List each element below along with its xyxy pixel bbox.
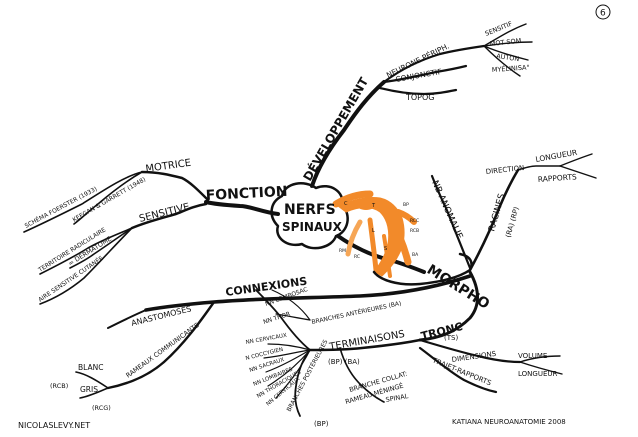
morpho-rapports: RAPPORTS (538, 172, 578, 184)
nerve-label-s: S (384, 246, 387, 252)
morpho-ra-rp: (RA) (RP) (504, 206, 520, 239)
branch-rameaux-blanc (75, 371, 109, 389)
branch-term-sacr (265, 349, 311, 373)
nerve-label-t: T (371, 203, 376, 209)
center-title-line1: NERFS (284, 202, 336, 218)
conn-gris: GRIS (80, 385, 98, 394)
fonction-motrice: MOTRICE (145, 158, 192, 175)
nerve-label-bp: BP (403, 202, 409, 208)
branch-dev-topog (378, 86, 458, 96)
branch-tronc-trajet (418, 346, 498, 394)
morpho-longueur2: LONGUEUR (518, 370, 557, 378)
branch-fonction-sensitive (130, 202, 208, 230)
branch-direction-longueur (559, 153, 593, 167)
branch-conn-anastomoses (107, 309, 147, 329)
branch-sensitive-aire (39, 227, 133, 305)
branch-neurones-myelinisa (483, 45, 521, 77)
branch-term-cerv (267, 343, 311, 351)
nerve-branch-2 (345, 219, 363, 257)
term-bp: (BP) (314, 420, 329, 428)
dev-topog: TOPOG (405, 93, 435, 102)
morpho-racines: RACINES (487, 192, 507, 232)
branch-neurones-auton (483, 45, 529, 61)
term-bp-ba: (BP) (BA) (328, 358, 360, 366)
branch-motrice-shema (23, 171, 143, 233)
branch-morpho-nb (430, 174, 472, 270)
morpho-volume: VOLUME (518, 352, 547, 360)
nerve-branch-3 (382, 234, 392, 278)
nerve-branch-4 (395, 209, 417, 225)
branch-sensitive-dermatome (69, 227, 133, 269)
branch-connexions (144, 274, 472, 312)
branch-direction-rapports (559, 165, 597, 179)
branch-morpho-racines (468, 168, 520, 272)
footer-left: NICOLASLEVY.NET (18, 421, 90, 430)
branch-term-thor2 (275, 313, 311, 321)
branch-term-lombosac (271, 289, 311, 321)
developpement-title: DÉVELOPPEMENT (300, 74, 372, 184)
term-spinal: SPINAL (385, 392, 409, 404)
conn-rcb: (RCB) (50, 382, 68, 390)
conn-rameaux: RAMEAUX COMMUNICANTS (124, 321, 200, 379)
branch-term-lomb (267, 349, 311, 387)
branch-term-collat (339, 347, 385, 403)
fonction-title: FONCTION (205, 184, 288, 204)
dev-myelinisa: MYÉLINISA° (492, 62, 530, 74)
dev-sensitif: SENSITIF (484, 20, 514, 38)
branch-rameaux-gris (79, 387, 109, 399)
nerve-label-rc: RC (354, 254, 360, 260)
morpho-direction: DIRECTION (485, 164, 524, 176)
branch-term-thor (275, 349, 311, 399)
branch-neurones-motsom (483, 41, 533, 47)
branch-term-cocc (263, 349, 311, 359)
nerve-label-c: C (344, 201, 348, 207)
branch-morpho-tronc (418, 270, 479, 342)
branch-developpement (310, 80, 386, 188)
nerve-label-rcb: RCB (410, 228, 419, 234)
nerve-label-rm: RM (339, 248, 346, 254)
fonction-sensitive: SENSITIVE (138, 202, 191, 225)
term-branches-ant: BRANCHES ANTÉRIEURES (BA) (311, 299, 402, 326)
branch-tronc-terminaisons (308, 338, 422, 352)
nerve-root-posterior (332, 190, 374, 208)
term-title: TERMINAISONS (328, 329, 406, 353)
conn-rcg: (RCG) (92, 404, 111, 412)
nerve-label-rcc: RCC (410, 218, 419, 224)
branch-dimensions-longueur (519, 361, 563, 375)
center-title-line2: SPINAUX (282, 220, 343, 234)
branch-fonction (204, 200, 280, 216)
fonction-shema: SCHÉMA FOERSTER (1933) (23, 185, 98, 230)
branch-dimensions-volume (519, 355, 561, 363)
nerve-label-l: L (372, 228, 375, 234)
dev-motsom: MOT SOM (489, 37, 521, 48)
spinal-nerve-illustration: C T L S BP BA RCC RCB RM RC (332, 190, 419, 278)
branch-term-bp (294, 349, 311, 417)
nerve-branch-1 (367, 217, 379, 273)
morpho-ts: (TS) (444, 334, 458, 342)
branch-racines-direction (517, 165, 561, 171)
footer-right: KATIANA NEUROANATOMIE 2008 (452, 418, 566, 426)
nerve-branch-anterior (388, 218, 412, 266)
morpho-bubble-outline (372, 252, 473, 286)
branch-dev-neurones (382, 44, 486, 84)
dev-auton: AUTON (496, 52, 520, 63)
page-number-circle (595, 4, 611, 20)
nerve-label-ba: BA (412, 252, 419, 258)
conn-blanc: BLANC (78, 363, 103, 372)
page-number: 6 (600, 9, 606, 19)
morpho-nb-anomalie: NB ANOMALIE (429, 179, 464, 241)
branch-motrice-keegan (73, 171, 143, 225)
branch-sensitive-territoire (39, 227, 133, 275)
nerve-ganglion (356, 198, 376, 210)
branch-fonction-motrice (140, 170, 210, 202)
branch-tronc-dimensions (418, 338, 522, 364)
branch-conn-rameaux (106, 300, 216, 390)
branch-term-ba (255, 289, 311, 351)
branch-dev-conjonctif (382, 64, 468, 84)
branch-neurones-sensitif (483, 23, 527, 47)
